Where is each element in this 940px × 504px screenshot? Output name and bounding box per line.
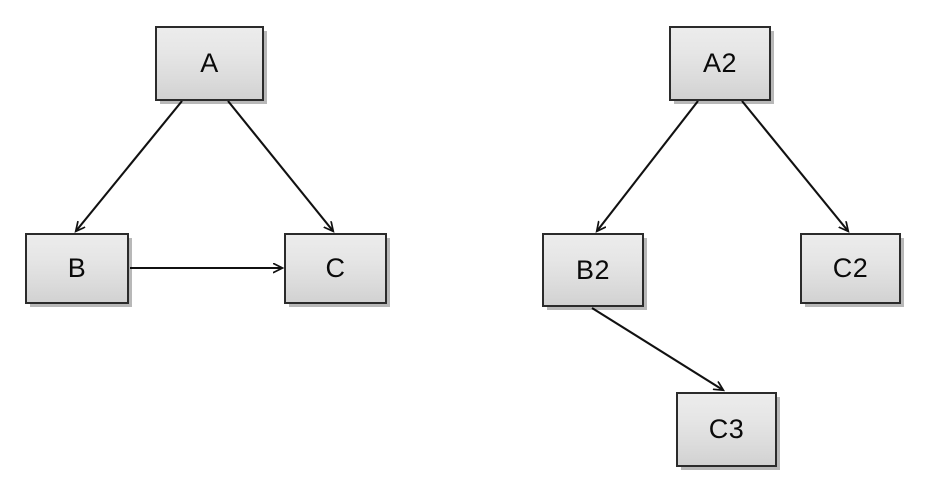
node-c[interactable]: C	[284, 233, 387, 304]
edge-a2-to-b2	[597, 100, 699, 231]
edge-a-to-b	[76, 100, 183, 231]
edge-line-a2-b2	[597, 100, 699, 231]
edge-line-b2-c3	[591, 307, 723, 390]
node-a[interactable]: A	[155, 26, 264, 101]
node-a2-label: A2	[702, 48, 738, 78]
node-c3-label: C3	[708, 414, 745, 444]
edge-line-a-c	[227, 100, 333, 231]
edge-a-to-c	[227, 100, 333, 231]
node-c2[interactable]: C2	[800, 233, 901, 304]
edge-line-a-b	[76, 100, 183, 231]
edge-b2-to-c3	[591, 307, 723, 390]
edge-a2-to-c2	[741, 100, 848, 231]
node-a2[interactable]: A2	[669, 26, 771, 101]
node-c2-label: C2	[832, 253, 869, 283]
node-c-label: C	[325, 253, 346, 283]
node-b2-label: B2	[575, 254, 611, 285]
node-b2[interactable]: B2	[542, 233, 644, 307]
node-a-label: A	[200, 48, 219, 78]
node-c3[interactable]: C3	[676, 392, 777, 467]
node-b[interactable]: B	[25, 233, 129, 304]
edge-line-a2-c2	[741, 100, 848, 231]
node-b-label: B	[67, 253, 87, 283]
